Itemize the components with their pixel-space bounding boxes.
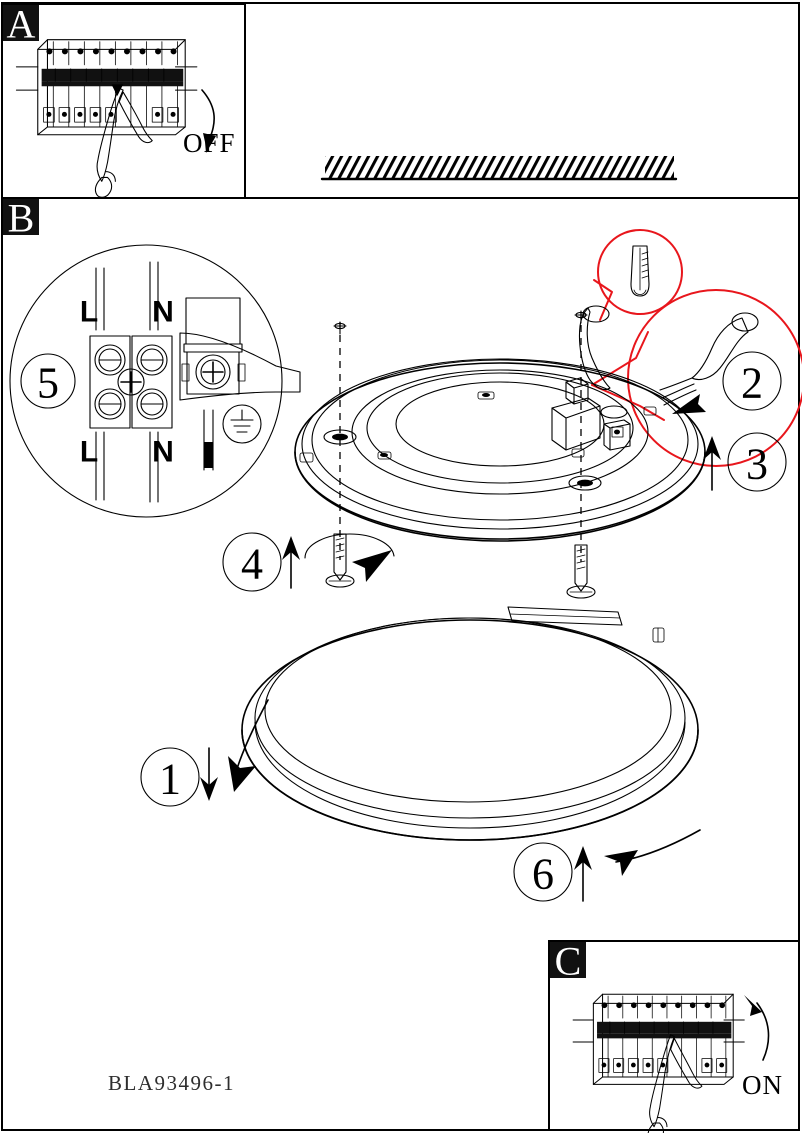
retaining-clips — [299, 391, 657, 463]
panel-a-caption: OFF — [183, 128, 236, 158]
hand-icon — [647, 1034, 703, 1133]
step-4-marker: 4 — [222, 532, 300, 592]
mounting-hole-left — [323, 429, 357, 445]
step-6-marker: 6 — [513, 829, 701, 902]
screw-rotation-arc — [304, 533, 395, 582]
wall-plug-callout — [593, 229, 683, 321]
step-2-marker: 2 — [722, 351, 782, 411]
document-code: BLA93496-1 — [108, 1071, 235, 1095]
terminal-label-l-bottom: L — [80, 436, 98, 469]
step-5-number: 5 — [37, 359, 59, 408]
panel-a-badge-letter: A — [7, 2, 36, 47]
panel-b-badge-letter: B — [8, 196, 35, 241]
mounting-hole-right — [568, 475, 602, 491]
arrow-off — [201, 89, 216, 153]
step-3-number: 3 — [746, 440, 768, 489]
step-1-number: 1 — [159, 755, 181, 804]
step-1-marker: 1 — [140, 699, 269, 807]
step-6-number: 6 — [532, 850, 554, 899]
strain-relief-clamp — [181, 297, 246, 395]
panel-c-caption: ON — [742, 1070, 783, 1100]
panel-a-badge: A — [3, 2, 39, 47]
panel-c-badge-letter: C — [555, 939, 582, 984]
terminal-label-l-top: L — [80, 296, 98, 329]
breaker-panel-off — [15, 39, 198, 198]
step-5-marker: 5 — [20, 353, 76, 409]
cover-latch — [507, 606, 665, 643]
step-2-number: 2 — [741, 359, 763, 408]
terminal-label-n-top: N — [152, 296, 174, 329]
step-4-number: 4 — [241, 540, 263, 589]
ceiling-cable — [578, 305, 611, 391]
terminal-label-n-bottom: N — [152, 436, 174, 469]
step-3-marker: 3 — [703, 432, 787, 492]
panel-b-badge: B — [3, 196, 39, 241]
panel-c: ON C — [548, 939, 800, 1133]
terminal-detail-circle: L N L N 5 — [9, 244, 301, 518]
wall-plug-icon — [630, 245, 650, 297]
diffuser-cover — [241, 606, 699, 841]
panel-b: B — [2, 196, 799, 241]
mounting-screw-right — [566, 544, 596, 599]
base-plate — [294, 358, 706, 542]
panel-c-badge: C — [550, 939, 586, 984]
earth-ground-icon — [222, 404, 262, 444]
terminal-block-on-plate — [551, 377, 631, 458]
breaker-panel-on — [572, 993, 745, 1133]
ceiling-hatch-band — [320, 156, 678, 181]
arrow-on — [744, 995, 770, 1061]
